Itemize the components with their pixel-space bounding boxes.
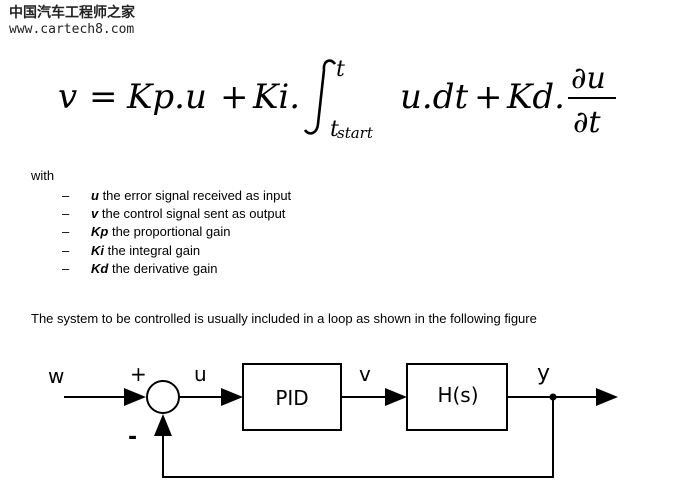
definition-symbol: u <box>91 188 99 203</box>
list-item: – u the error signal received as input <box>62 187 291 205</box>
list-item: – v the control signal sent as output <box>62 205 291 223</box>
formula-lhs: v <box>58 77 77 117</box>
formula-term-kd: Kd. <box>506 77 565 117</box>
formula-equals: = <box>89 77 118 117</box>
list-item: – Ki the integral gain <box>62 242 291 260</box>
list-dash: – <box>62 242 70 258</box>
intro-paragraph: The system to be controlled is usually i… <box>31 311 537 326</box>
pid-formula: v = Kp.u + Ki. t t start u.dt + Kd. ∂u ∂… <box>40 50 640 145</box>
formula-plus-1: + <box>220 77 249 117</box>
diagram-control-label: v <box>359 362 371 386</box>
summing-junction <box>146 380 180 414</box>
arrow-head-icon <box>124 388 146 406</box>
arrow-head-icon <box>154 414 172 436</box>
feedback-path <box>162 397 554 478</box>
arrow-head-icon <box>596 388 618 406</box>
control-loop-diagram: w + - u v y PID H(s) <box>0 345 693 499</box>
pid-block-label: PID <box>275 386 308 410</box>
definition-text: the integral gain <box>104 242 201 258</box>
list-item: – Kp the proportional gain <box>62 223 291 241</box>
definition-symbol: Kp <box>91 224 109 240</box>
arrow-head-icon <box>221 388 243 406</box>
definition-text: the control signal sent as output <box>98 206 286 222</box>
arrow-head-icon <box>385 388 407 406</box>
list-dash: – <box>62 188 70 203</box>
list-item: – Kd the derivative gain <box>62 260 291 278</box>
diagram-plus-sign: + <box>130 362 147 386</box>
formula-term-kp: Kp.u <box>126 77 207 117</box>
formula-numerator: ∂u <box>571 61 606 96</box>
pid-block <box>242 363 342 431</box>
watermark-cn-text: 中国汽车工程师之家 <box>9 5 135 21</box>
diagram-error-label: u <box>194 362 207 386</box>
list-dash: – <box>62 260 70 276</box>
definition-list: – u the error signal received as input – v… <box>62 187 291 278</box>
definition-text: the proportional gain <box>108 224 231 240</box>
formula-integral-lower: t <box>330 117 339 142</box>
formula-plus-2: + <box>474 77 503 117</box>
list-dash: – <box>62 206 70 222</box>
integral-sign <box>303 59 337 135</box>
list-dash: – <box>62 224 70 240</box>
definition-symbol: Kd <box>91 260 109 276</box>
watermark-url: www.cartech8.com <box>9 22 135 37</box>
definition-text: the error signal received as input <box>98 188 292 203</box>
definition-text: the derivative gain <box>108 260 218 276</box>
diagram-minus-sign: - <box>128 425 137 450</box>
diagram-input-label: w <box>48 364 64 388</box>
definition-symbol: v <box>91 206 99 222</box>
with-label: with <box>31 168 55 183</box>
formula-integrand: u.dt <box>400 77 468 117</box>
watermark: 中国汽车工程师之家 www.cartech8.com <box>9 6 135 36</box>
formula-integral-upper: t <box>336 57 345 82</box>
definition-symbol: Ki <box>91 242 104 258</box>
formula-term-ki: Ki. <box>252 77 300 117</box>
formula-integral-lower-sub: start <box>337 124 374 142</box>
diagram-output-label: y <box>537 361 550 386</box>
formula-denominator: ∂t <box>573 105 602 140</box>
plant-block-label: H(s) <box>437 383 478 407</box>
